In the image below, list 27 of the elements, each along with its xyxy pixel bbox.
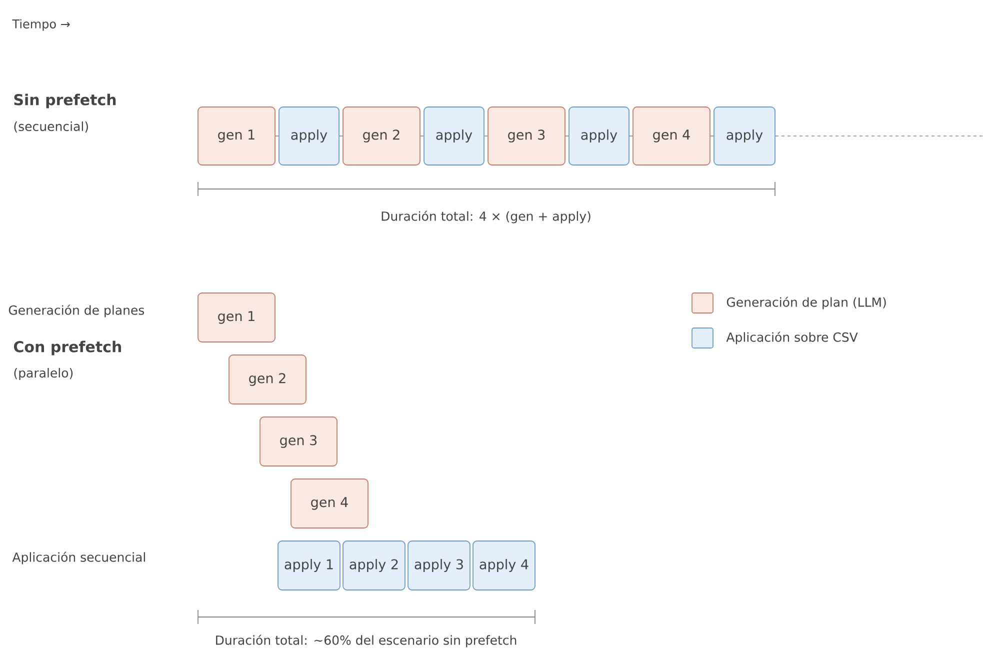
plan-box: gen 3 bbox=[260, 416, 338, 466]
legend-label: Aplicación sobre CSV bbox=[726, 332, 858, 344]
legend-label: Generación de plan (LLM) bbox=[726, 296, 886, 310]
label: (paralelo) bbox=[14, 368, 73, 380]
plan-box: gen 2 bbox=[342, 106, 420, 166]
plan-box: gen 4 bbox=[290, 478, 368, 528]
apply-box: apply 2 bbox=[342, 540, 406, 590]
label: Tiempo → bbox=[12, 19, 70, 31]
duration-label: Duración total: 4 × (gen + apply) bbox=[382, 210, 590, 224]
label: Generación de planes bbox=[8, 304, 144, 318]
apply-box: apply 4 bbox=[472, 540, 536, 590]
apply-box: apply bbox=[568, 106, 630, 166]
label: (secuencial) bbox=[14, 121, 88, 133]
apply-box: apply bbox=[714, 106, 776, 166]
apply-box: apply bbox=[278, 106, 340, 166]
plan-box: gen 4 bbox=[632, 106, 710, 166]
label: Aplicación secuencial bbox=[12, 552, 145, 564]
heading: Con prefetch bbox=[14, 340, 121, 356]
apply-box: apply 3 bbox=[408, 540, 470, 590]
plan-box: gen 3 bbox=[488, 106, 566, 166]
plan-box: gen 1 bbox=[198, 106, 276, 166]
duration-label: Duración total: ~60% del escenario sin prefetch bbox=[216, 634, 516, 648]
plan-box: gen 2 bbox=[228, 354, 306, 404]
heading: Sin prefetch bbox=[14, 94, 116, 108]
plan-box: gen 1 bbox=[198, 292, 276, 342]
apply-box: apply bbox=[424, 106, 484, 166]
apply-box: apply 1 bbox=[278, 540, 340, 590]
